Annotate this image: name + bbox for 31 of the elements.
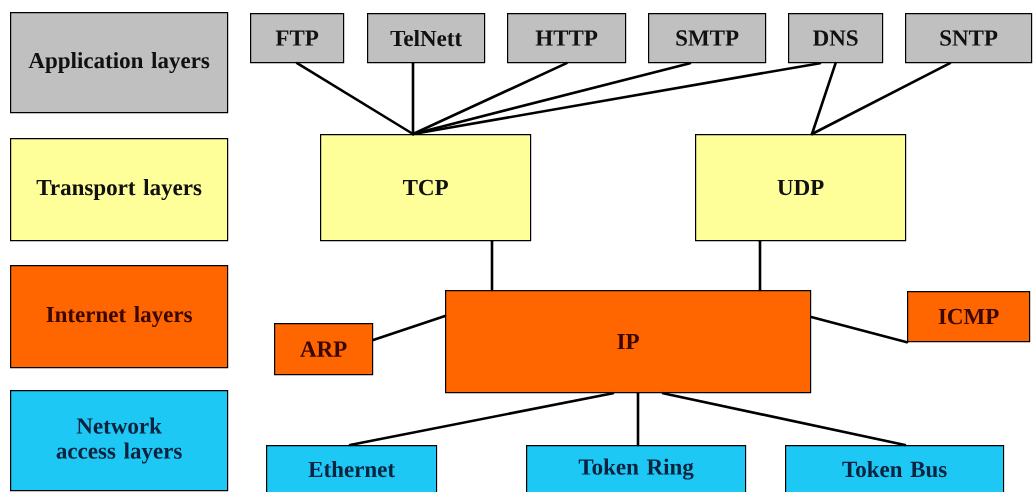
protocol-box: HTTP bbox=[507, 13, 627, 64]
protocol-box: ARP bbox=[274, 323, 374, 376]
protocol-box: IP bbox=[445, 290, 812, 394]
connector-line bbox=[490, 239, 494, 292]
protocol-box: TelNett bbox=[367, 13, 486, 64]
protocol-box: UDP bbox=[695, 134, 907, 242]
protocol-box: ICMP bbox=[907, 291, 1031, 343]
connector-line bbox=[411, 61, 415, 136]
layer-box: Network access layers bbox=[10, 390, 229, 492]
protocol-box: Token Bus bbox=[785, 445, 1005, 492]
connector-line bbox=[758, 239, 762, 292]
protocol-box: DNS bbox=[788, 13, 884, 64]
protocol-box: Token Ring bbox=[526, 445, 747, 492]
connector-line bbox=[810, 61, 837, 136]
connector-line bbox=[411, 61, 568, 136]
connector-line bbox=[295, 61, 415, 136]
protocol-box: FTP bbox=[250, 13, 345, 64]
connector-line bbox=[661, 391, 907, 447]
layer-box: Internet layers bbox=[10, 265, 229, 369]
protocol-box: TCP bbox=[320, 134, 532, 242]
layer-box: Transport layers bbox=[10, 138, 229, 242]
protocol-box: SNTP bbox=[905, 13, 1033, 64]
protocol-box: Ethernet bbox=[266, 445, 438, 492]
connector-line bbox=[348, 391, 615, 447]
connector-line bbox=[636, 391, 640, 447]
connector-line bbox=[809, 315, 909, 344]
layer-box: Application layers bbox=[10, 12, 229, 114]
connector-line bbox=[371, 314, 447, 342]
connector-line bbox=[411, 61, 822, 136]
connector-line bbox=[810, 61, 952, 136]
protocol-box: SMTP bbox=[648, 13, 767, 64]
